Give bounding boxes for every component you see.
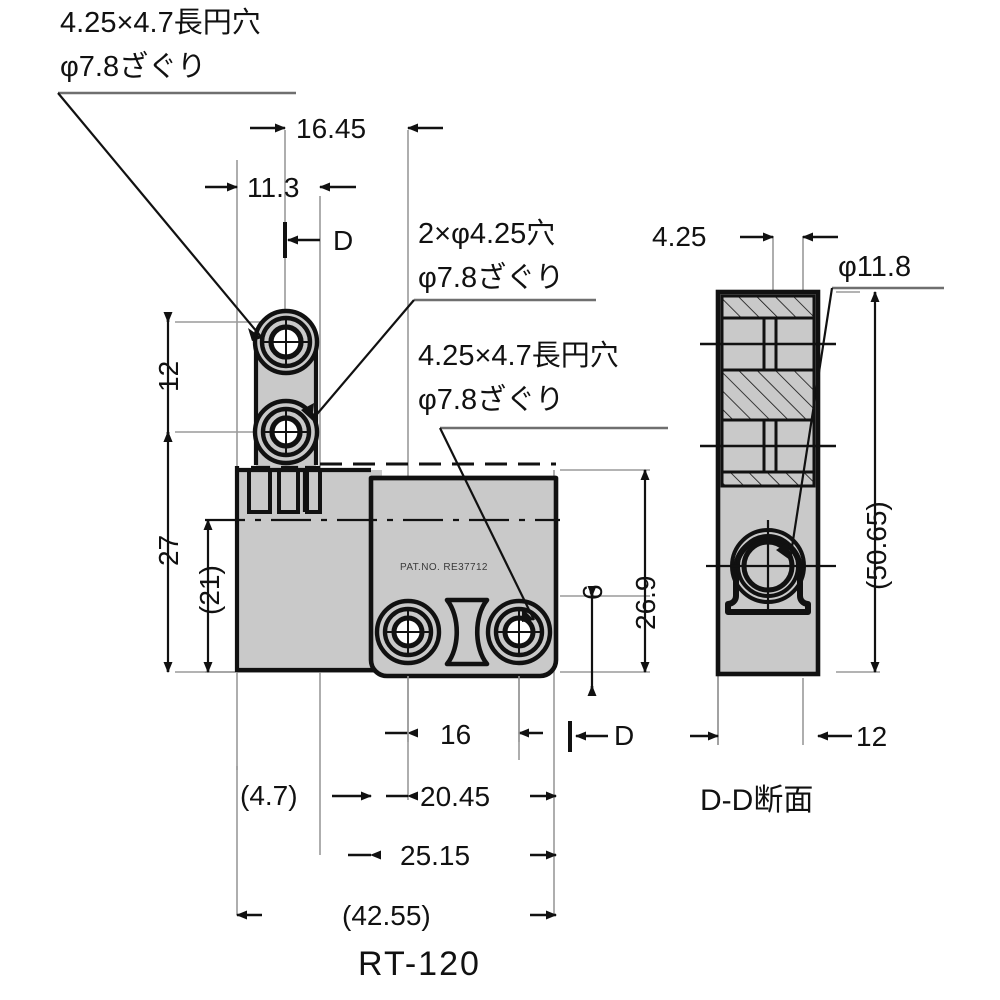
section-view-label: D-D断面 [700,784,813,817]
note-middle-upper: 2×φ4.25穴 φ7.8ざぐり [301,217,596,421]
dim-50-65-label: (50.65) [861,501,892,590]
front-view-leaf-holes [374,597,553,667]
dim-top-D-label: D [333,225,353,256]
dim-16-label: 16 [440,719,471,750]
dim-6: 6 [577,584,608,696]
dim-20-45-label: 20.45 [420,781,490,812]
dim-42-55: (42.55) [236,900,557,931]
dim-25-15-label: 25.15 [400,840,470,871]
dim-16-45-label: 16.45 [296,113,366,144]
dim-top-D: D [283,222,353,258]
dim-26-9: 26.9 [630,469,661,673]
dim-16-45: 16.45 [250,113,443,144]
dim-bottom-D: D [568,720,634,752]
dim-12-section-label: 12 [856,721,887,752]
section-hatching [720,294,816,488]
dim-27-label: 27 [153,535,184,566]
note-top-left-line2: φ7.8ざぐり [60,50,206,83]
dim-21-label: (21) [194,565,225,615]
dim-4-25-label: 4.25 [652,221,707,252]
note-middle-upper-line2: φ7.8ざぐり [418,261,564,294]
patent-marking: PAT.NO. RE37712 [400,562,488,573]
dim-4-25: 4.25 [652,221,838,252]
section-view: 4.25 φ11.8 (50.65) 12 D-D断面 [652,221,944,817]
dim-26-9-label: 26.9 [630,576,661,631]
note-middle-lower-line1: 4.25×4.7長円穴 [418,339,619,372]
leaf-hole-centerlines [384,608,543,656]
arm-hole-centerlines [262,318,310,456]
note-phi-11-8: φ11.8 [776,251,944,561]
dim-6-label: 6 [577,584,608,600]
dim-16: 16 [385,676,543,750]
dim-42-55-label: (42.55) [342,900,431,931]
dim-phi-11-8-label: φ11.8 [838,251,911,283]
dim-20-45: 20.45 [386,781,557,812]
note-middle-upper-line1: 2×φ4.25穴 [418,217,555,250]
dim-bottom-D-label: D [614,720,634,751]
note-top-left: 4.25×4.7長円穴 φ7.8ざぐり [57,6,296,341]
note-middle-lower-line2: φ7.8ざぐり [418,383,564,416]
section-pin-centerlines [706,520,836,614]
dim-12-label: 12 [153,361,184,392]
dim-11-3: 11.3 [205,172,356,203]
dim-12: 12 [153,312,184,442]
dim-21: (21) [194,519,225,673]
bowtie-slot [444,597,490,667]
dim-50-65: (50.65) [861,291,892,673]
dim-4-7: (4.7) [240,780,372,811]
note-top-left-line1: 4.25×4.7長円穴 [60,6,261,39]
dim-25-15: 25.15 [348,840,557,871]
front-view-arm-holes [252,308,320,466]
dim-11-3-label: 11.3 [247,172,299,203]
part-number-label: RT-120 [358,945,481,983]
dim-4-7-label: (4.7) [240,780,298,811]
dim-12-section: 12 [690,721,887,752]
section-knuckle-centerlines [700,342,836,448]
dim-27: 27 [153,431,184,673]
note-middle-lower: 4.25×4.7長円穴 φ7.8ざぐり [418,339,668,622]
